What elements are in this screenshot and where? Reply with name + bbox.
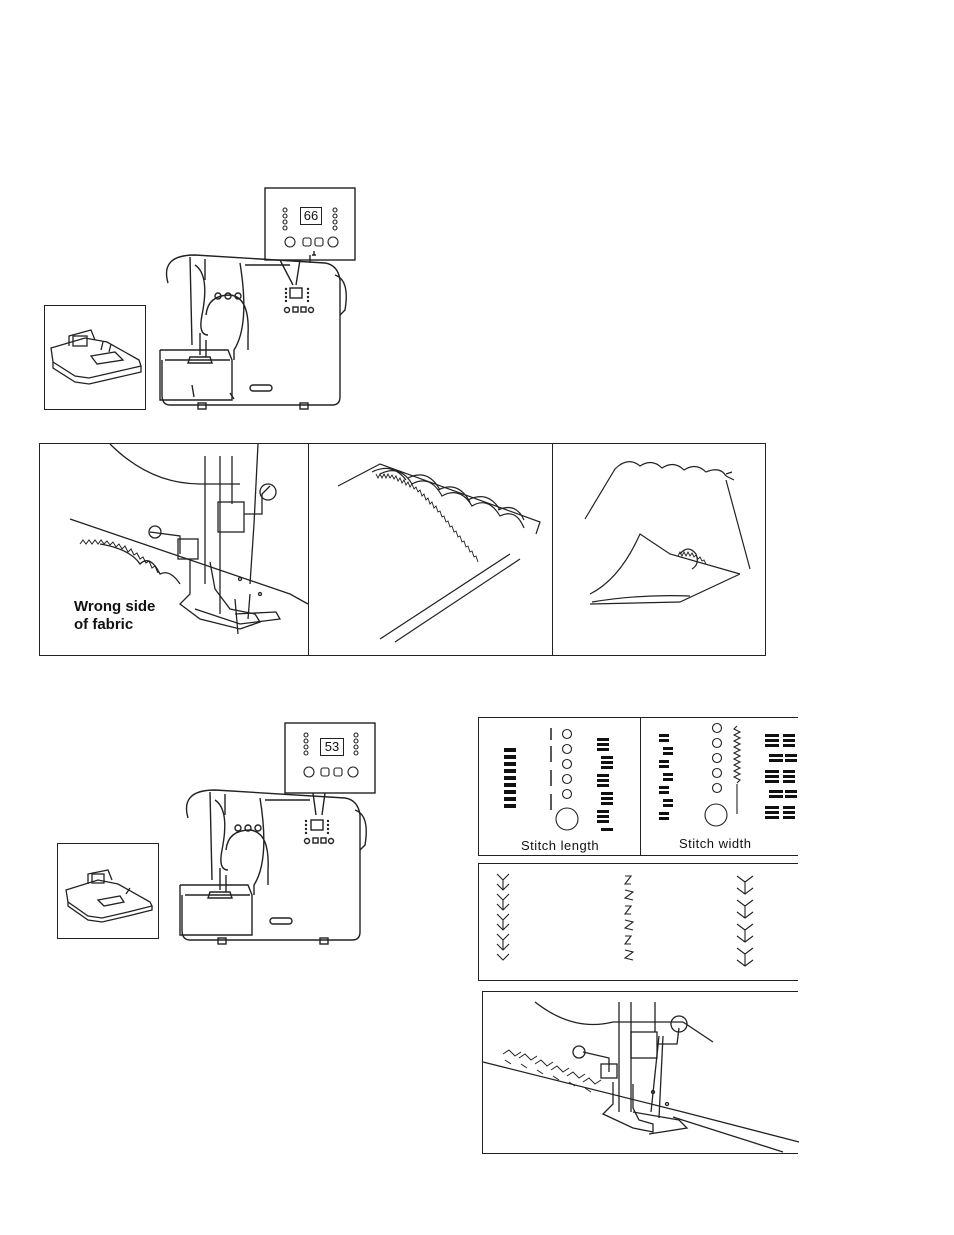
satin-foot-icon [45, 306, 147, 411]
presser-foot-panel-1 [44, 305, 146, 410]
sewing-machine-icon [170, 720, 380, 945]
scallop-figure: Wrong side of fabric [39, 443, 766, 656]
stitch-samples [479, 864, 799, 982]
presser-foot-panel-2 [57, 843, 159, 939]
sewing-machine-2: 53 [170, 720, 380, 945]
sewing-machine-1: 66 [150, 185, 360, 410]
stitch-display-2: 53 [320, 738, 344, 756]
sewing-zigzag-panel [482, 991, 798, 1154]
stitch-display-1: 66 [300, 207, 322, 225]
sewing-foot-zigzag-icon [483, 992, 799, 1155]
sewing-machine-icon [150, 185, 360, 410]
folded-fabric-icon [40, 444, 767, 655]
stitch-samples-panel [478, 863, 798, 981]
stitch-width-label: Stitch width [679, 836, 751, 851]
stitch-adjust-panel: Stitch length [478, 717, 798, 856]
zigzag-foot-icon [58, 844, 160, 940]
